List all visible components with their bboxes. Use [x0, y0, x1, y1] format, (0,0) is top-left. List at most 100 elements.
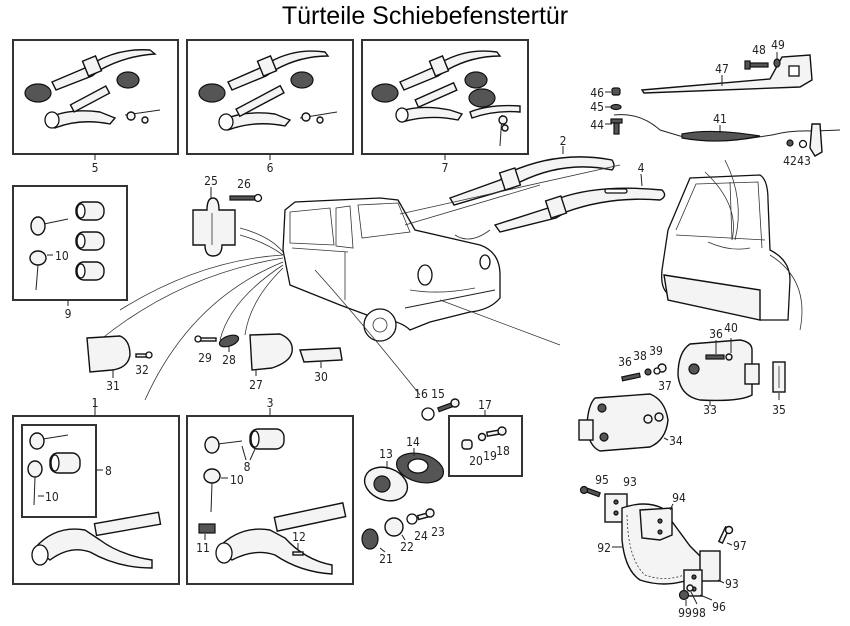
- part-98-washer[interactable]: 98: [686, 584, 706, 620]
- part-2-outer-handle[interactable]: 2: [448, 134, 615, 206]
- callout-98: 98: [692, 606, 706, 620]
- callout-34: 34: [669, 434, 683, 448]
- part-99-nut[interactable]: 99: [678, 589, 692, 621]
- part-48-screw[interactable]: 48: [744, 43, 769, 70]
- screw-36-left-shape: [621, 372, 641, 382]
- callout-47: 47: [715, 62, 729, 76]
- part-24-washer[interactable]: 24: [406, 513, 428, 543]
- keys-part: [29, 216, 69, 291]
- slide-channel-shape: [640, 54, 813, 94]
- part-45-washer[interactable]: 45: [590, 100, 622, 114]
- callout-8-kit3: 8: [244, 460, 251, 474]
- part-25-striker-plate[interactable]: 25: [192, 174, 236, 257]
- callout-15: 15: [431, 387, 445, 401]
- part-46-nut[interactable]: 46: [590, 86, 621, 100]
- washer-38-shape: [644, 368, 652, 376]
- diagram-title: Türteile Schiebefenstertür: [281, 2, 569, 30]
- part-33-lock-body[interactable]: 33 36 40: [677, 321, 760, 417]
- part-22-rosette[interactable]: 22: [384, 517, 414, 554]
- callout-17: 17: [478, 398, 492, 412]
- callout-99: 99: [678, 606, 692, 620]
- part-49-nut[interactable]: 49: [771, 38, 785, 68]
- part-34-lock-body[interactable]: 34: [578, 393, 683, 452]
- part-30-bracket[interactable]: 30: [299, 347, 343, 384]
- handle-2-shape: [448, 156, 615, 206]
- callout-1: 1: [92, 396, 99, 410]
- part-42-screw[interactable]: 42: [783, 139, 797, 168]
- part-14-gasket[interactable]: 14: [393, 435, 447, 488]
- door-assembly[interactable]: [661, 174, 791, 321]
- callout-23: 23: [431, 525, 445, 539]
- washer-19-shape: [477, 432, 487, 442]
- lock-body-34-shape: [586, 393, 669, 452]
- callout-92: 92: [597, 541, 611, 555]
- kit-box-6[interactable]: 6: [186, 39, 354, 175]
- car-grille: [409, 287, 476, 293]
- part-16-washer[interactable]: 16: [414, 387, 435, 421]
- outer-handle-part: [227, 50, 330, 91]
- callout-13: 13: [379, 447, 393, 461]
- door-window-frame: [675, 181, 763, 249]
- bracket-30-shape: [299, 347, 343, 363]
- kit-box-7[interactable]: 7: [361, 39, 529, 175]
- handle-part: [215, 502, 347, 575]
- callout-41: 41: [713, 112, 727, 126]
- kit-box-5[interactable]: 5: [12, 39, 179, 175]
- handle-4-collar: [544, 195, 568, 219]
- part-15-screw[interactable]: 15: [431, 387, 460, 413]
- part-95-bolt[interactable]: 95: [579, 473, 609, 498]
- screw-42-shape: [786, 139, 794, 147]
- inner-handle-part: [395, 81, 464, 123]
- escutcheon-part: [371, 83, 399, 103]
- part-44-bolt[interactable]: 44: [590, 118, 623, 135]
- part-93-plate-bottom[interactable]: 93: [699, 550, 739, 591]
- part-38-washer[interactable]: 38: [633, 349, 652, 376]
- part-47-slide-channel[interactable]: 47: [640, 54, 813, 94]
- callout-28: 28: [222, 353, 236, 367]
- door-pocket: [663, 274, 761, 321]
- callout-44: 44: [590, 118, 604, 132]
- part-94-bracket[interactable]: 94: [639, 491, 686, 541]
- part-32-screw[interactable]: 32: [135, 351, 153, 377]
- car-front-wheel: [363, 308, 397, 342]
- part-26-screw[interactable]: 26: [229, 177, 263, 203]
- car-windscreen: [357, 202, 411, 239]
- screw-48-head: [744, 60, 751, 70]
- car-headlight: [417, 264, 433, 286]
- part-43-washer[interactable]: 43: [797, 139, 811, 169]
- inner-handle-part: [31, 511, 162, 569]
- bolt-44-shape: [613, 121, 620, 135]
- part-13-escutcheon[interactable]: 13: [360, 447, 412, 507]
- lock-with-keys-part: [468, 88, 521, 147]
- part-27-block[interactable]: 27: [249, 333, 293, 392]
- part-21-knob[interactable]: 21: [361, 528, 393, 566]
- callout-9: 9: [65, 307, 72, 321]
- callout-10-kit9: 10: [55, 249, 69, 263]
- part-35-striker[interactable]: 35: [772, 361, 786, 417]
- kit-box-17[interactable]: 17 20 19 18: [448, 398, 523, 477]
- kit-box-9[interactable]: 10 9: [12, 185, 128, 321]
- callout-7: 7: [442, 161, 449, 175]
- kit-box-1[interactable]: 1 10 8: [12, 396, 180, 585]
- callout-96: 96: [712, 600, 726, 614]
- callout-94: 94: [672, 491, 686, 505]
- callout-49: 49: [771, 38, 785, 52]
- part-31-cover[interactable]: 31: [86, 335, 131, 393]
- part-28-gasket[interactable]: 28: [218, 333, 240, 367]
- callout-32: 32: [135, 363, 149, 377]
- spacer-11-part: [198, 523, 216, 534]
- part-23-screw[interactable]: 23: [416, 508, 445, 539]
- part-29-screw[interactable]: 29: [194, 335, 217, 365]
- part-4-inner-handle[interactable]: 4: [493, 161, 666, 233]
- screw-18-head: [497, 426, 507, 436]
- lock-body-33-latch: [744, 363, 760, 385]
- screw-26-head: [253, 193, 263, 203]
- kit-box-3[interactable]: 3 10 8 11 12: [186, 396, 354, 585]
- bolt-44-head: [610, 118, 623, 124]
- part-97-bolt[interactable]: 97: [717, 525, 747, 554]
- kit-box-3-frame: [186, 415, 354, 585]
- callout-14: 14: [406, 435, 420, 449]
- part-36-screw-left[interactable]: 36: [618, 355, 641, 382]
- part-41-rod[interactable]: 41: [613, 112, 841, 157]
- part-37-washer[interactable]: 37: [653, 367, 672, 393]
